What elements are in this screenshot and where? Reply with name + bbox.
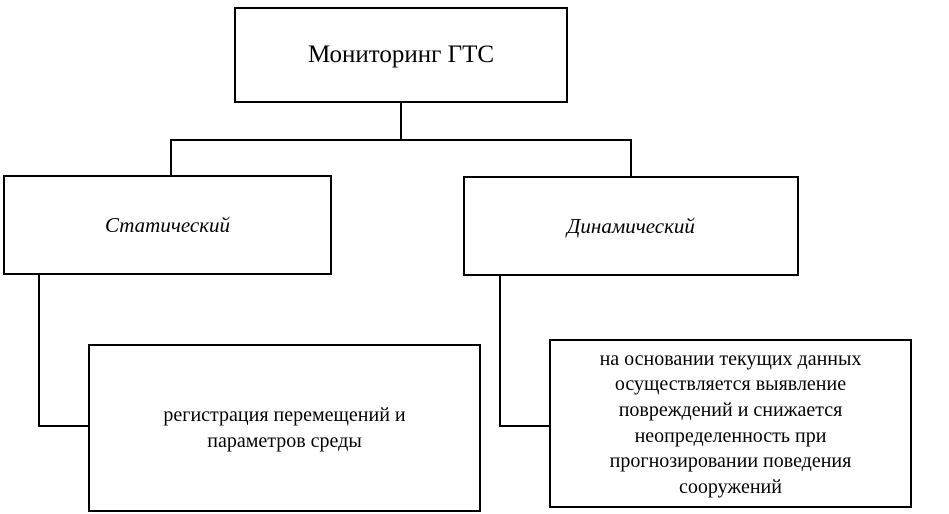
node-static-detail-label: регистрация перемещений и параметров сре…	[163, 404, 406, 452]
node-static-detail: регистрация перемещений и параметров сре…	[88, 344, 481, 512]
connector-root-to-dynamic	[630, 139, 632, 178]
node-dynamic-detail: на основании текущих данных осуществляет…	[549, 339, 912, 508]
connector-root-stem	[400, 103, 402, 141]
connector-static-to-detail-vertical	[38, 275, 40, 427]
connector-split-bar	[170, 139, 632, 141]
node-dynamic: Динамический	[463, 176, 799, 276]
node-static: Статический	[3, 175, 332, 275]
node-dynamic-detail-label: на основании текущих данных осуществляет…	[599, 347, 862, 498]
node-monitoring-gts: Мониторинг ГТС	[234, 7, 568, 103]
node-static-label: Статический	[104, 212, 231, 237]
connector-static-to-detail-horizontal	[38, 425, 90, 427]
node-monitoring-gts-label: Мониторинг ГТС	[307, 41, 495, 69]
connector-dynamic-to-detail-vertical	[499, 276, 501, 427]
connector-root-to-static	[170, 139, 172, 177]
connector-dynamic-to-detail-horizontal	[499, 425, 551, 427]
node-dynamic-label: Динамический	[567, 213, 695, 238]
